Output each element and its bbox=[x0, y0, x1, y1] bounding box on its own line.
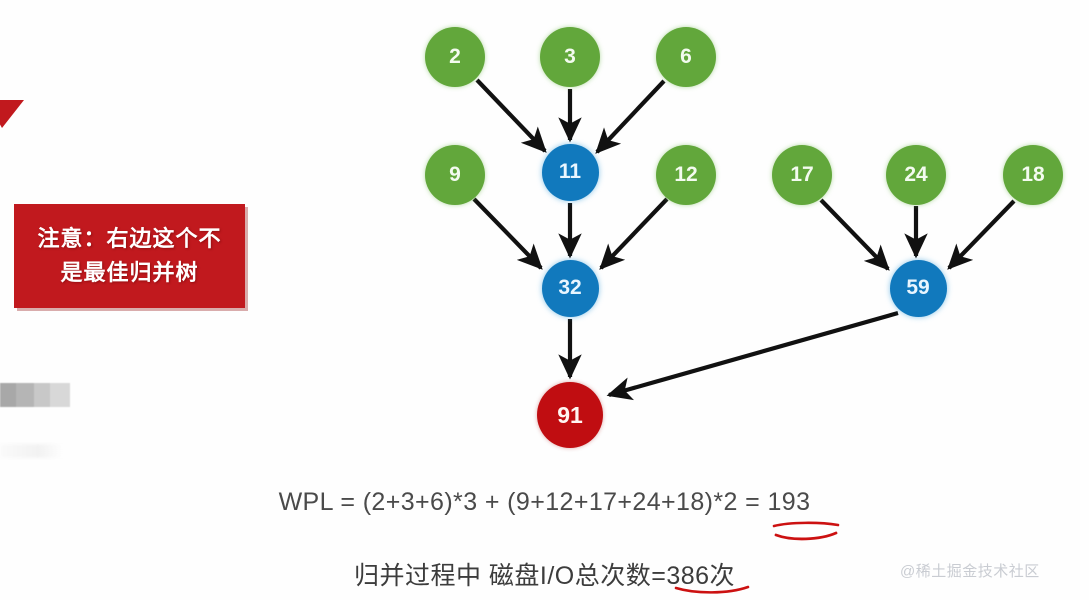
tree-node-59: 59 bbox=[889, 259, 947, 317]
edge-59-91 bbox=[606, 310, 899, 401]
edge-2-11 bbox=[475, 78, 547, 153]
tree-node-label: 18 bbox=[1021, 163, 1045, 186]
warning-callout: 注意：右边这个不 是最佳归并树 bbox=[14, 204, 245, 308]
edge-6-11 bbox=[595, 79, 666, 154]
tree-node-label: 3 bbox=[564, 45, 576, 68]
tree-node-32: 32 bbox=[541, 259, 599, 317]
warning-callout-text: 注意：右边这个不 是最佳归并树 bbox=[14, 204, 245, 308]
tree-node-24: 24 bbox=[886, 145, 946, 205]
warning-callout-line1: 注意：右边这个不 bbox=[37, 226, 222, 251]
disk-io-result: 386 bbox=[666, 562, 710, 590]
tree-node-18: 18 bbox=[1003, 145, 1063, 205]
tree-node-label: 12 bbox=[674, 163, 698, 186]
wpl-formula-expression: WPL = (2+3+6)*3 + (9+12+17+24+18)*2 = bbox=[278, 488, 768, 516]
disk-io-suffix: 次 bbox=[709, 562, 736, 590]
censored-blocks bbox=[0, 383, 70, 407]
warning-callout-line2: 是最佳归并树 bbox=[60, 260, 199, 285]
tree-node-label: 6 bbox=[680, 45, 692, 68]
disk-io-line: 归并过程中 磁盘I/O总次数=386次 bbox=[0, 556, 1089, 592]
tree-node-6: 6 bbox=[656, 27, 716, 87]
tree-node-9: 9 bbox=[425, 145, 485, 205]
tree-node-2: 2 bbox=[425, 27, 485, 87]
tree-node-label: 91 bbox=[557, 401, 583, 428]
tree-node-17: 17 bbox=[772, 145, 832, 205]
tree-node-label: 32 bbox=[558, 276, 582, 299]
edge-18-59 bbox=[947, 199, 1016, 270]
tree-node-12: 12 bbox=[656, 145, 716, 205]
edge-12-32 bbox=[599, 197, 669, 270]
wpl-formula-result: 193 bbox=[767, 488, 811, 516]
tree-node-label: 17 bbox=[790, 163, 814, 186]
tree-node-3: 3 bbox=[540, 27, 600, 87]
watermark: @稀土掘金技术社区 bbox=[900, 563, 1040, 580]
edge-9-32 bbox=[472, 197, 543, 270]
disk-io-prefix: 归并过程中 磁盘I/O总次数= bbox=[353, 562, 667, 590]
wpl-formula: WPL = (2+3+6)*3 + (9+12+17+24+18)*2 = 19… bbox=[0, 488, 1089, 517]
tree-node-label: 2 bbox=[449, 45, 461, 68]
censored-blocks-faint bbox=[0, 444, 65, 458]
tree-node-label: 24 bbox=[904, 163, 928, 186]
tree-node-label: 59 bbox=[906, 276, 930, 299]
tree-node-label: 9 bbox=[449, 163, 461, 186]
tree-node-91: 91 bbox=[537, 382, 603, 448]
tree-node-label: 11 bbox=[558, 160, 582, 183]
tree-node-11: 11 bbox=[541, 143, 599, 201]
warning-callout-tail bbox=[0, 100, 24, 128]
edge-17-59 bbox=[819, 198, 890, 271]
